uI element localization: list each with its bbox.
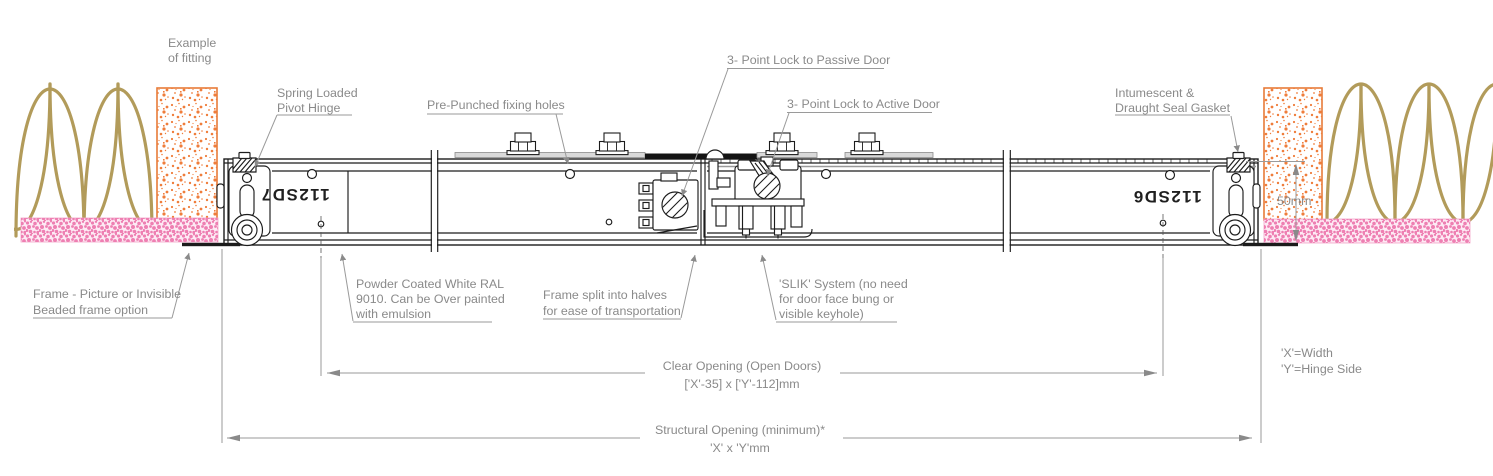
structural-opening-formula: 'X' x 'Y'mm xyxy=(710,441,770,455)
leader-frame-option xyxy=(171,252,191,319)
pivot-hinge-right xyxy=(1212,151,1261,247)
fixing-bolt xyxy=(850,132,884,156)
hinge-tab-right xyxy=(1252,183,1261,209)
slik-label: visible keyhole) xyxy=(779,307,864,321)
leader-fixing-holes xyxy=(555,113,570,165)
annotations: Example of fitting Spring Loaded Pivot H… xyxy=(33,36,1231,323)
lock-active-mechanism xyxy=(705,149,802,205)
hinge-tab-left xyxy=(216,183,225,209)
dim-clear-opening: Clear Opening (Open Doors) ['X'-35] x ['… xyxy=(327,359,1157,391)
fixing-bolt xyxy=(595,132,629,156)
slik-system-mechanism xyxy=(703,198,813,239)
brick-speckle-right xyxy=(1264,88,1322,220)
fixing-bolt xyxy=(506,132,540,156)
washer-plate-3 xyxy=(844,152,934,158)
legend-x-width: 'X'=Width xyxy=(1281,346,1333,360)
leader-lock-passive xyxy=(681,68,729,197)
frame-option-label: Frame - Picture or Invisible xyxy=(33,287,181,301)
slik-label: 'SLIK' System (no need xyxy=(779,277,908,291)
wall-section-right xyxy=(1263,82,1493,244)
dim-structural-opening: Structural Opening (minimum)* 'X' x 'Y'm… xyxy=(227,423,1252,455)
lock-active-label: 3- Point Lock to Active Door xyxy=(787,97,940,111)
gasket-label: Intumescent & xyxy=(1115,86,1195,100)
frame-option-label: Beaded frame option xyxy=(33,303,148,317)
clear-opening-label: Clear Opening (Open Doors) xyxy=(663,359,821,373)
insulation-hatch-right xyxy=(1325,82,1493,224)
leader-lines xyxy=(171,68,1240,322)
leader-frame-split xyxy=(680,254,697,319)
leader-spring-hinge xyxy=(254,114,278,168)
leader-powder-coat xyxy=(339,253,354,322)
slik-label: for door face bung or xyxy=(779,292,894,306)
clear-opening-formula: ['X'-35] x ['Y'-112]mm xyxy=(684,377,799,391)
part-number-right: 112SD6 xyxy=(1132,187,1202,206)
frame-split-label: for ease of transportation xyxy=(543,304,681,318)
structural-opening-label: Structural Opening (minimum)* xyxy=(655,423,825,437)
wall-section-left xyxy=(14,82,219,243)
spring-hinge-label: Spring Loaded xyxy=(277,86,358,100)
fixing-holes-label: Pre-Punched fixing holes xyxy=(427,98,565,112)
part-number-left: 112SD7 xyxy=(260,185,330,204)
brick-speckle-left xyxy=(157,88,217,221)
powder-coat-label: with emulsion xyxy=(355,307,431,321)
lock-passive-label: 3- Point Lock to Passive Door xyxy=(727,53,890,67)
leader-lock-active xyxy=(766,112,790,177)
leader-slik xyxy=(760,254,777,321)
spring-hinge-label: Pivot Hinge xyxy=(277,101,340,115)
pre-punched-holes xyxy=(306,168,1176,228)
powder-coat-label: 9010. Can be Over painted xyxy=(356,292,505,306)
sill-right xyxy=(1243,242,1298,247)
leader-gasket xyxy=(1230,115,1240,153)
dimensions: Clear Opening (Open Doors) ['X'-35] x ['… xyxy=(221,161,1362,455)
powder-coat-label: Powder Coated White RAL xyxy=(356,277,504,291)
frame-drawing: 112SD7 112SD6 xyxy=(182,132,1298,252)
example-of-fitting-label: of fitting xyxy=(168,51,212,65)
plaster-speckle-left xyxy=(21,218,218,242)
break-mark-left xyxy=(430,150,439,252)
pivot-hinge-left xyxy=(216,151,349,247)
dim-50mm: 50mm xyxy=(1246,161,1311,242)
frame-split-label: Frame split into halves xyxy=(543,288,667,302)
dim-50mm-label: 50mm xyxy=(1277,194,1311,208)
fixing-bolt xyxy=(765,132,799,156)
break-mark-right xyxy=(1002,150,1011,252)
sill-left xyxy=(182,242,240,247)
frame-split-joint xyxy=(700,159,706,245)
legend-y-hinge: 'Y'=Hinge Side xyxy=(1281,362,1362,376)
example-of-fitting-label: Example xyxy=(168,36,216,50)
lock-top-band xyxy=(645,153,757,159)
gasket-label: Draught Seal Gasket xyxy=(1115,101,1231,115)
